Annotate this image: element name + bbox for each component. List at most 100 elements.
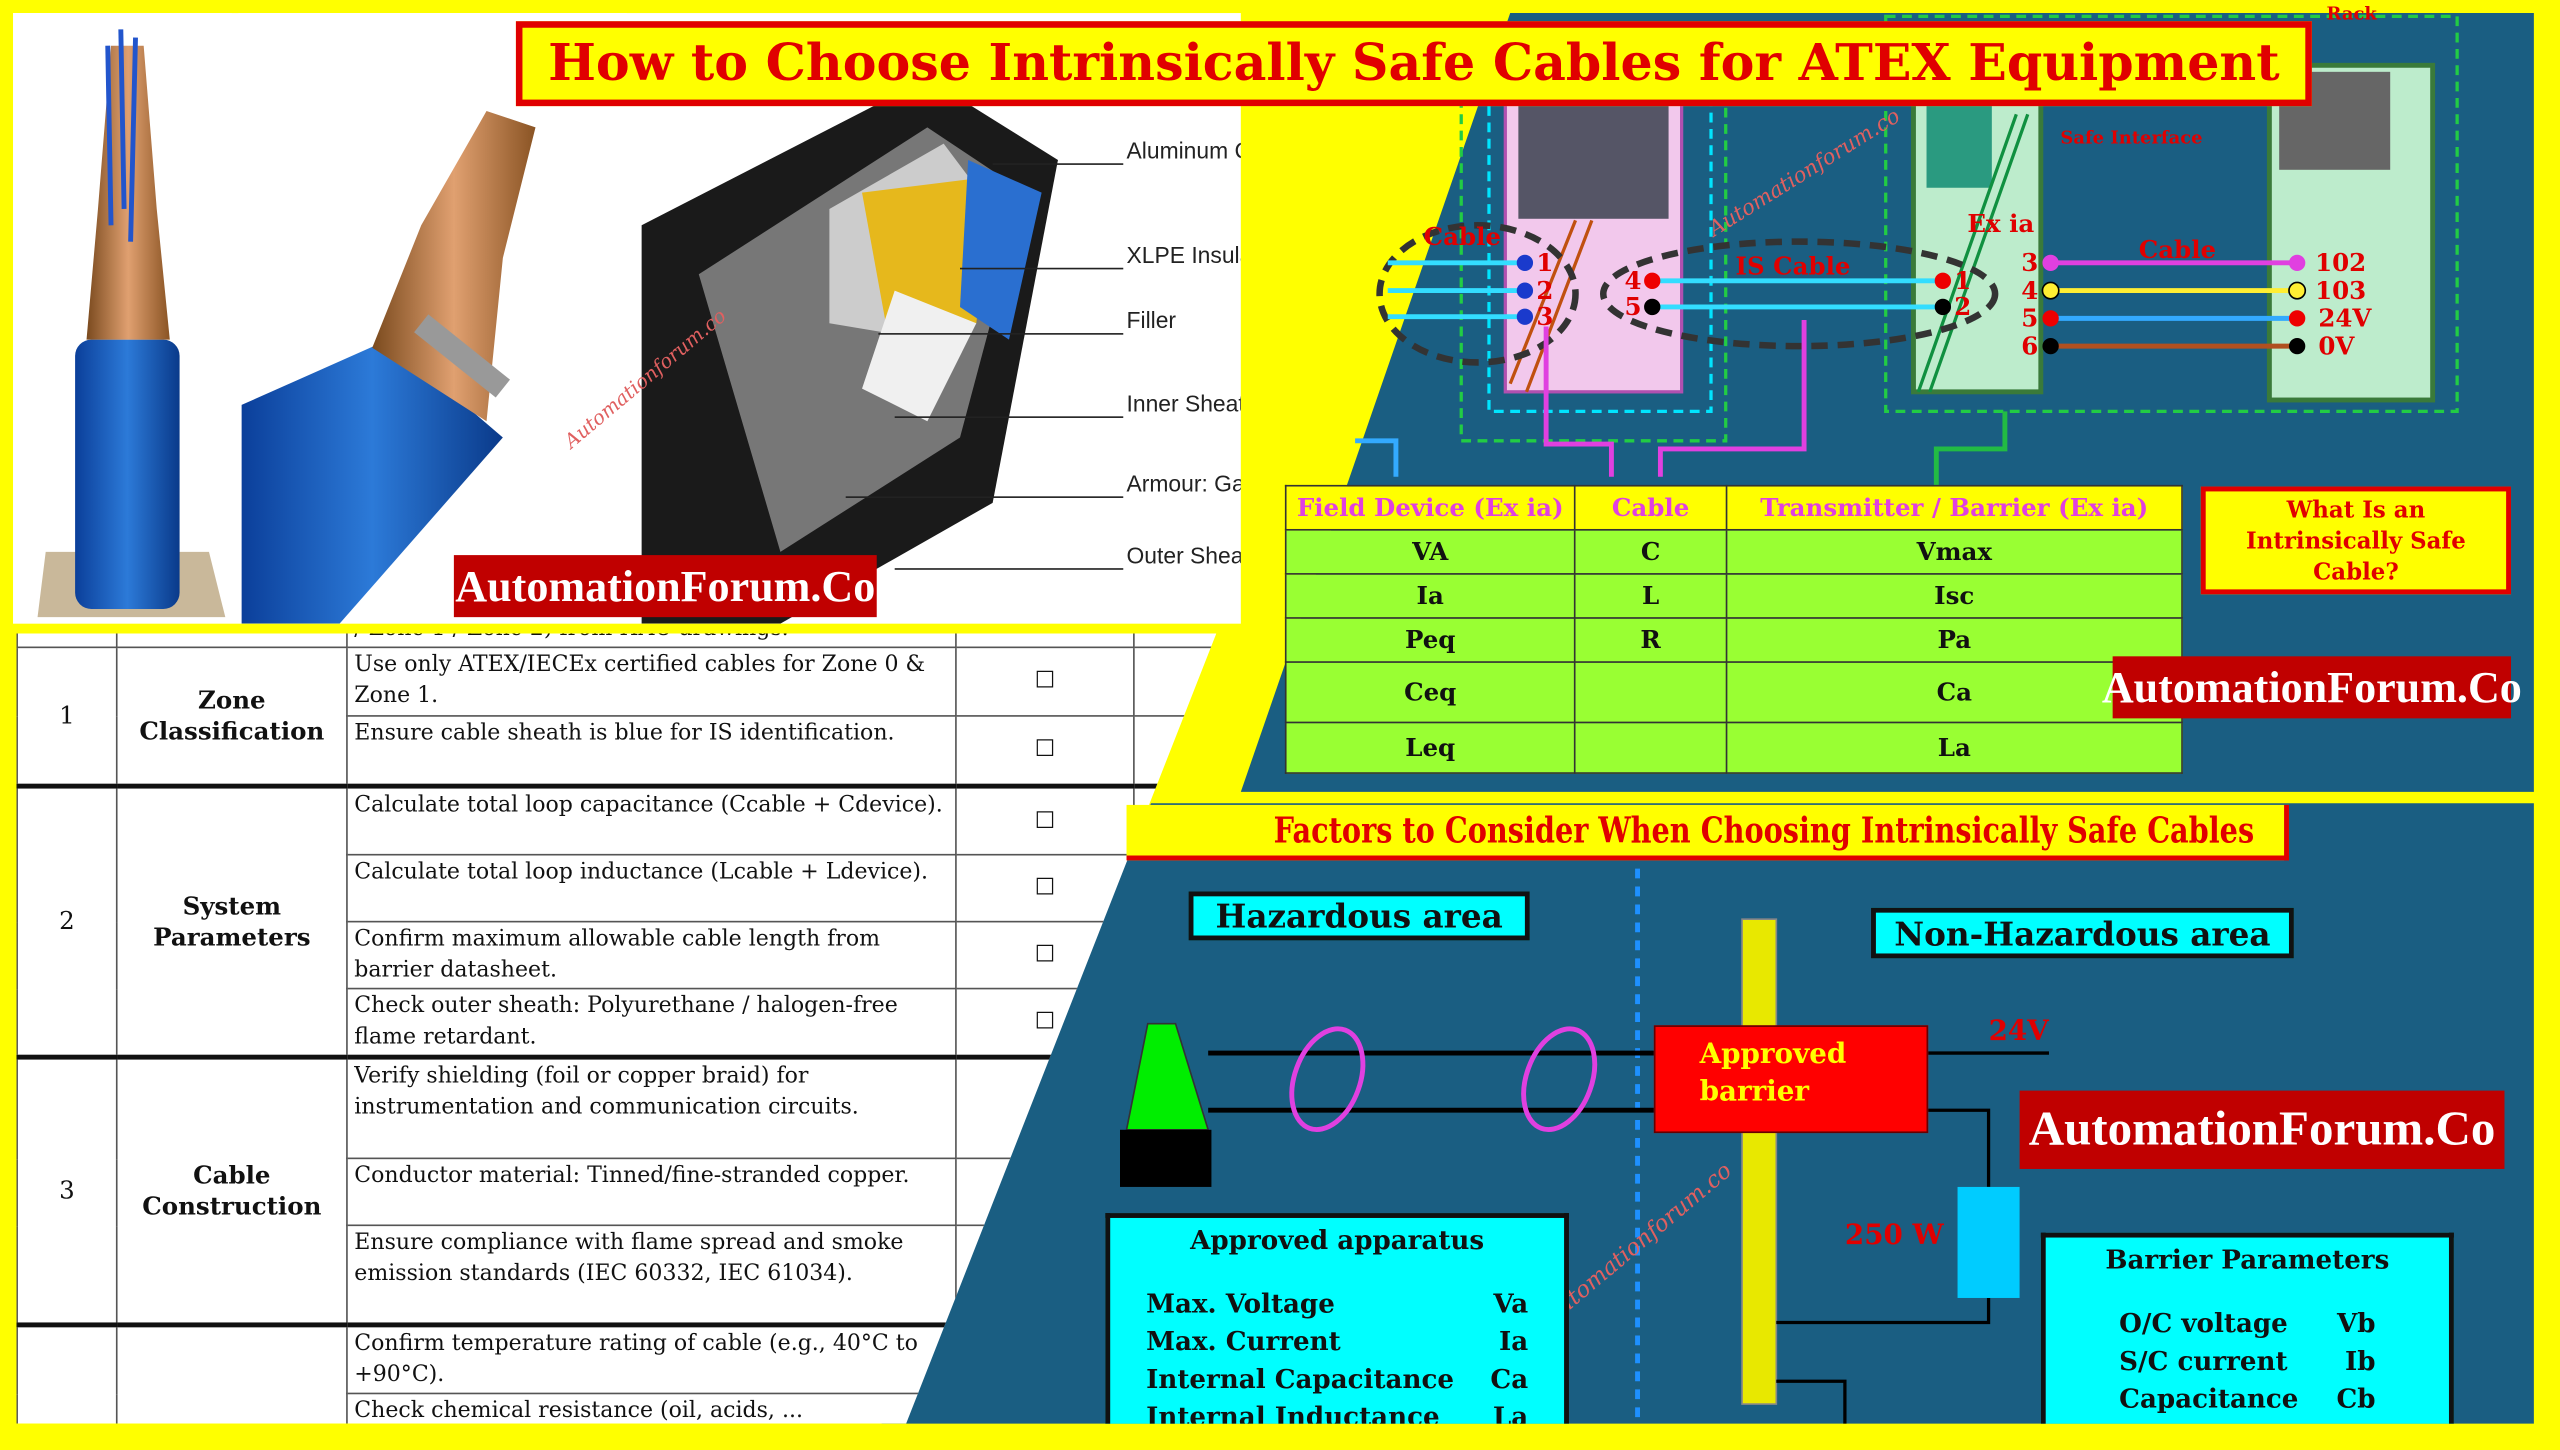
terminal-label: 0V — [2318, 331, 2355, 360]
terminal-label: 24V — [2318, 304, 2372, 333]
leader-line — [894, 568, 1124, 570]
checklist-item: Confirm maximum allowable cable length f… — [346, 920, 957, 990]
watermark: Automationforum.co — [558, 304, 730, 454]
checklist-item: Calculate total loop inductance (Lcable … — [346, 853, 957, 923]
cable-photos — [13, 13, 1058, 624]
leader-line — [845, 496, 1124, 498]
resistor-icon — [1957, 1186, 2020, 1298]
group-category: Cable Construction — [115, 1054, 348, 1326]
cell: Ca — [1725, 661, 2183, 724]
label-cable-left: Cable — [1424, 222, 1501, 251]
terminal-label: 5 — [2021, 304, 2038, 333]
checklist-item: Check chemical resistance (oil, acids, .… — [346, 1392, 957, 1424]
barrier-params-title: Barrier Parameters — [2105, 1244, 2390, 1276]
cable-photos-panel: Aluminum Conductor XLPE Insulation Fille… — [13, 13, 1241, 624]
checklist-item: Check outer sheath: Polyurethane / halog… — [346, 987, 957, 1058]
terminal-label: 3 — [2021, 248, 2038, 277]
cell: C — [1573, 528, 1728, 575]
apparatus-title: Approved apparatus — [1190, 1224, 1485, 1256]
cable-part-label: Outer Sheath — [1126, 542, 1241, 569]
checkbox[interactable]: ☐ — [955, 853, 1135, 923]
terminal-label: 1 — [1536, 248, 1553, 277]
label-cable-right: Cable — [2139, 235, 2216, 264]
checklist-item: Confirm temperature rating of cable (e.g… — [346, 1322, 957, 1395]
terminal-label: 4 — [1624, 266, 1641, 295]
checklist-item: Use only ATEX/IECEx certified cables for… — [346, 646, 957, 717]
cell — [1573, 721, 1728, 774]
cell: Ia — [1284, 573, 1576, 619]
cell: VA — [1284, 528, 1576, 575]
checkbox[interactable]: ☐ — [955, 646, 1135, 717]
group-number: 3 — [16, 1054, 118, 1326]
leader-line — [894, 416, 1124, 418]
terminal-label: 4 — [2021, 276, 2038, 305]
cable-part-label: Inner Sheath: Polyvin — [1126, 390, 1241, 417]
terminal-label: 6 — [2021, 331, 2038, 360]
barrier-wall — [1741, 918, 1778, 1405]
header-field-device: Field Device (Ex ia) — [1284, 484, 1576, 531]
terminal-label: 5 — [1624, 292, 1641, 321]
label-resistor: 250 W — [1845, 1218, 1945, 1251]
terminal-label: 3 — [1536, 302, 1553, 331]
terminal-label: 1 — [1954, 266, 1971, 295]
checklist-item: Verify shielding (foil or copper braid) … — [346, 1054, 957, 1160]
non-hazardous-area-label: Non-Hazardous area — [1871, 907, 2294, 959]
brand-badge: AutomationForum.Co — [2102, 656, 2522, 719]
terminal-block-photo — [1518, 104, 1669, 219]
cable-part-label: Armour: Galvani — [1126, 470, 1241, 497]
cable-photo-1 — [13, 13, 232, 624]
page-title: How to Choose Intrinsically Safe Cables … — [515, 21, 2312, 107]
leader-line — [878, 333, 1124, 335]
label-24v: 24V — [1989, 1014, 2050, 1047]
terminal-label: 2 — [1536, 276, 1553, 305]
label-rack: Rack — [2327, 4, 2378, 25]
brand-badge: AutomationForum.Co — [453, 555, 877, 618]
header-transmitter: Transmitter / Barrier (Ex ia) — [1725, 484, 2183, 531]
group-number: 2 — [16, 783, 118, 1058]
factors-banner: Factors to Consider When Choosing Intrin… — [1126, 804, 2289, 861]
checkbox[interactable]: ☐ — [955, 715, 1135, 787]
brand-badge: AutomationForum.Co — [2019, 1090, 2505, 1169]
label-safe-interface: Safe Interface — [2060, 128, 2202, 149]
checkbox[interactable]: ☐ — [955, 783, 1135, 856]
group-category: System Parameters — [115, 783, 348, 1058]
cell — [1573, 661, 1728, 724]
cell: Pa — [1725, 617, 2183, 663]
leader-line — [959, 267, 1124, 270]
label-ex-ia: Ex ia — [1967, 209, 2034, 238]
label-is-cable: IS Cable — [1736, 251, 1851, 280]
cell: La — [1725, 721, 2183, 774]
terminal-label: 103 — [2315, 276, 2366, 305]
cell: L — [1573, 573, 1728, 619]
what-is-box: What Is an Intrinsically Safe Cable? — [2200, 486, 2512, 595]
cable-part-label: XLPE Insulation — [1126, 241, 1241, 268]
cable-part-label: Aluminum Conductor — [1126, 137, 1241, 164]
group-category: Zone Classification — [115, 646, 348, 787]
cell: Isc — [1725, 573, 2183, 619]
leader-line — [992, 163, 1124, 165]
cell: Ceq — [1284, 661, 1576, 724]
cell: Peq — [1284, 617, 1576, 663]
cable-photo-2 — [238, 13, 627, 624]
checklist-item: Ensure cable sheath is blue for IS ident… — [346, 715, 957, 787]
terminal-label: 2 — [1954, 292, 1971, 321]
checklist-item: Conductor material: Tinned/fine-stranded… — [346, 1157, 957, 1227]
checklist-item: / Zone 1 / Zone 2) from HAC drawings. — [346, 633, 957, 649]
terminal-label: 102 — [2315, 248, 2366, 277]
checklist-table: / Zone 1 / Zone 2) from HAC drawings. 1Z… — [16, 633, 1217, 1424]
cell: Leq — [1284, 721, 1576, 774]
header-cable: Cable — [1573, 484, 1728, 531]
cell: Vmax — [1725, 528, 2183, 575]
cell: R — [1573, 617, 1728, 663]
approved-barrier-box: Approved barrier — [1653, 1025, 1929, 1134]
